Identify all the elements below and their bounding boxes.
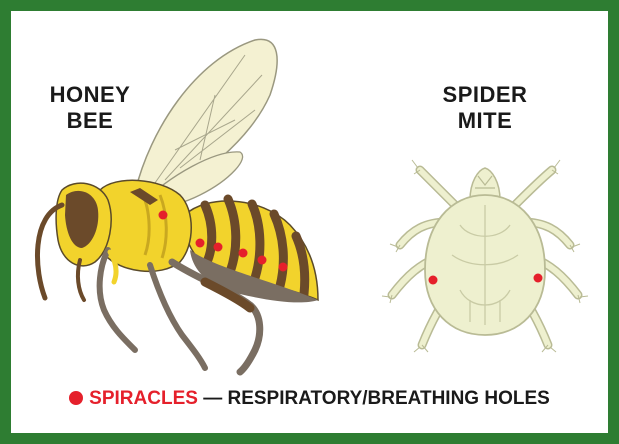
- spiracle-dot-icon: [279, 263, 288, 272]
- bee-front-leg-segment: [110, 252, 116, 282]
- spider-mite-label-line2: MITE: [425, 108, 545, 134]
- spiracle-dot-icon: [159, 211, 168, 220]
- spiracle-dot-icon: [239, 249, 248, 258]
- honey-bee-label-line1: HONEY: [30, 82, 150, 108]
- spiracle-dot-icon: [69, 391, 83, 405]
- legend-definition: RESPIRATORY/BREATHING HOLES: [227, 388, 549, 409]
- spiracle-dot-icon: [429, 276, 438, 285]
- spiracle-dot-icon: [534, 274, 543, 283]
- honey-bee-label-line2: BEE: [30, 108, 150, 134]
- spider-mite-label-line1: SPIDER: [425, 82, 545, 108]
- spiracle-dot-icon: [214, 243, 223, 252]
- bee-middle-leg: [150, 265, 205, 368]
- legend-caption: SPIRACLES — RESPIRATORY/BREATHING HOLES: [0, 388, 619, 410]
- spider-mite-label: SPIDER MITE: [425, 82, 545, 134]
- spider-mite-illustration: [382, 160, 588, 352]
- spiracle-dot-icon: [196, 239, 205, 248]
- honey-bee-label: HONEY BEE: [30, 82, 150, 134]
- legend-term: SPIRACLES: [89, 388, 198, 409]
- legend-separator: —: [203, 388, 222, 409]
- spiracle-dot-icon: [258, 256, 267, 265]
